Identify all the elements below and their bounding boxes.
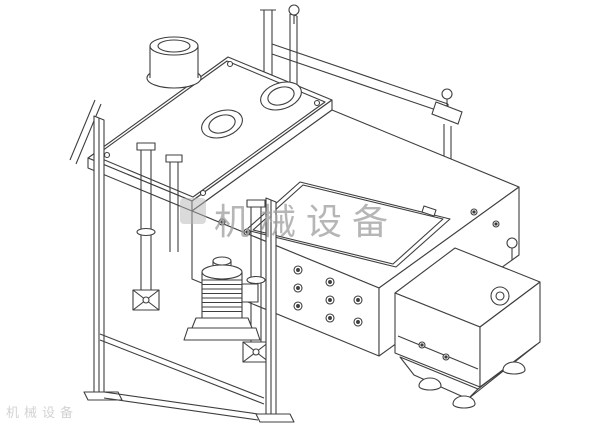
machine-foot <box>452 395 476 409</box>
mounting-bracket <box>431 101 463 125</box>
support-frame <box>69 99 295 423</box>
drive-motor <box>183 256 261 341</box>
motor-cooling-fins <box>202 279 242 313</box>
top-frame-assembly <box>260 4 463 160</box>
suspension-rod-assembly <box>132 142 270 363</box>
mounting-bracket <box>490 286 510 306</box>
motor-junction-box <box>241 283 259 303</box>
discharge-hopper <box>394 237 541 409</box>
watermark-bottom-text: 机械设备 <box>6 405 78 421</box>
machine-foot <box>418 377 442 391</box>
lifting-eyebolt <box>288 4 300 16</box>
machine-foot <box>502 361 526 375</box>
door-latch <box>421 205 437 217</box>
frame-foot <box>255 413 295 423</box>
watermark-text: 机械设备 <box>214 202 398 243</box>
lifting-eyebolt <box>441 88 453 100</box>
inlet-pipe <box>146 36 202 89</box>
lifting-eyebolt <box>506 237 518 249</box>
inspection-port <box>260 81 302 111</box>
bolt-heads <box>418 341 450 361</box>
watermark: 机械设备 机械设备 <box>6 198 398 421</box>
inspection-port <box>201 109 243 139</box>
watermark-logo <box>180 198 206 224</box>
frame-foot <box>83 391 123 401</box>
machine-cover-lid <box>87 36 333 212</box>
